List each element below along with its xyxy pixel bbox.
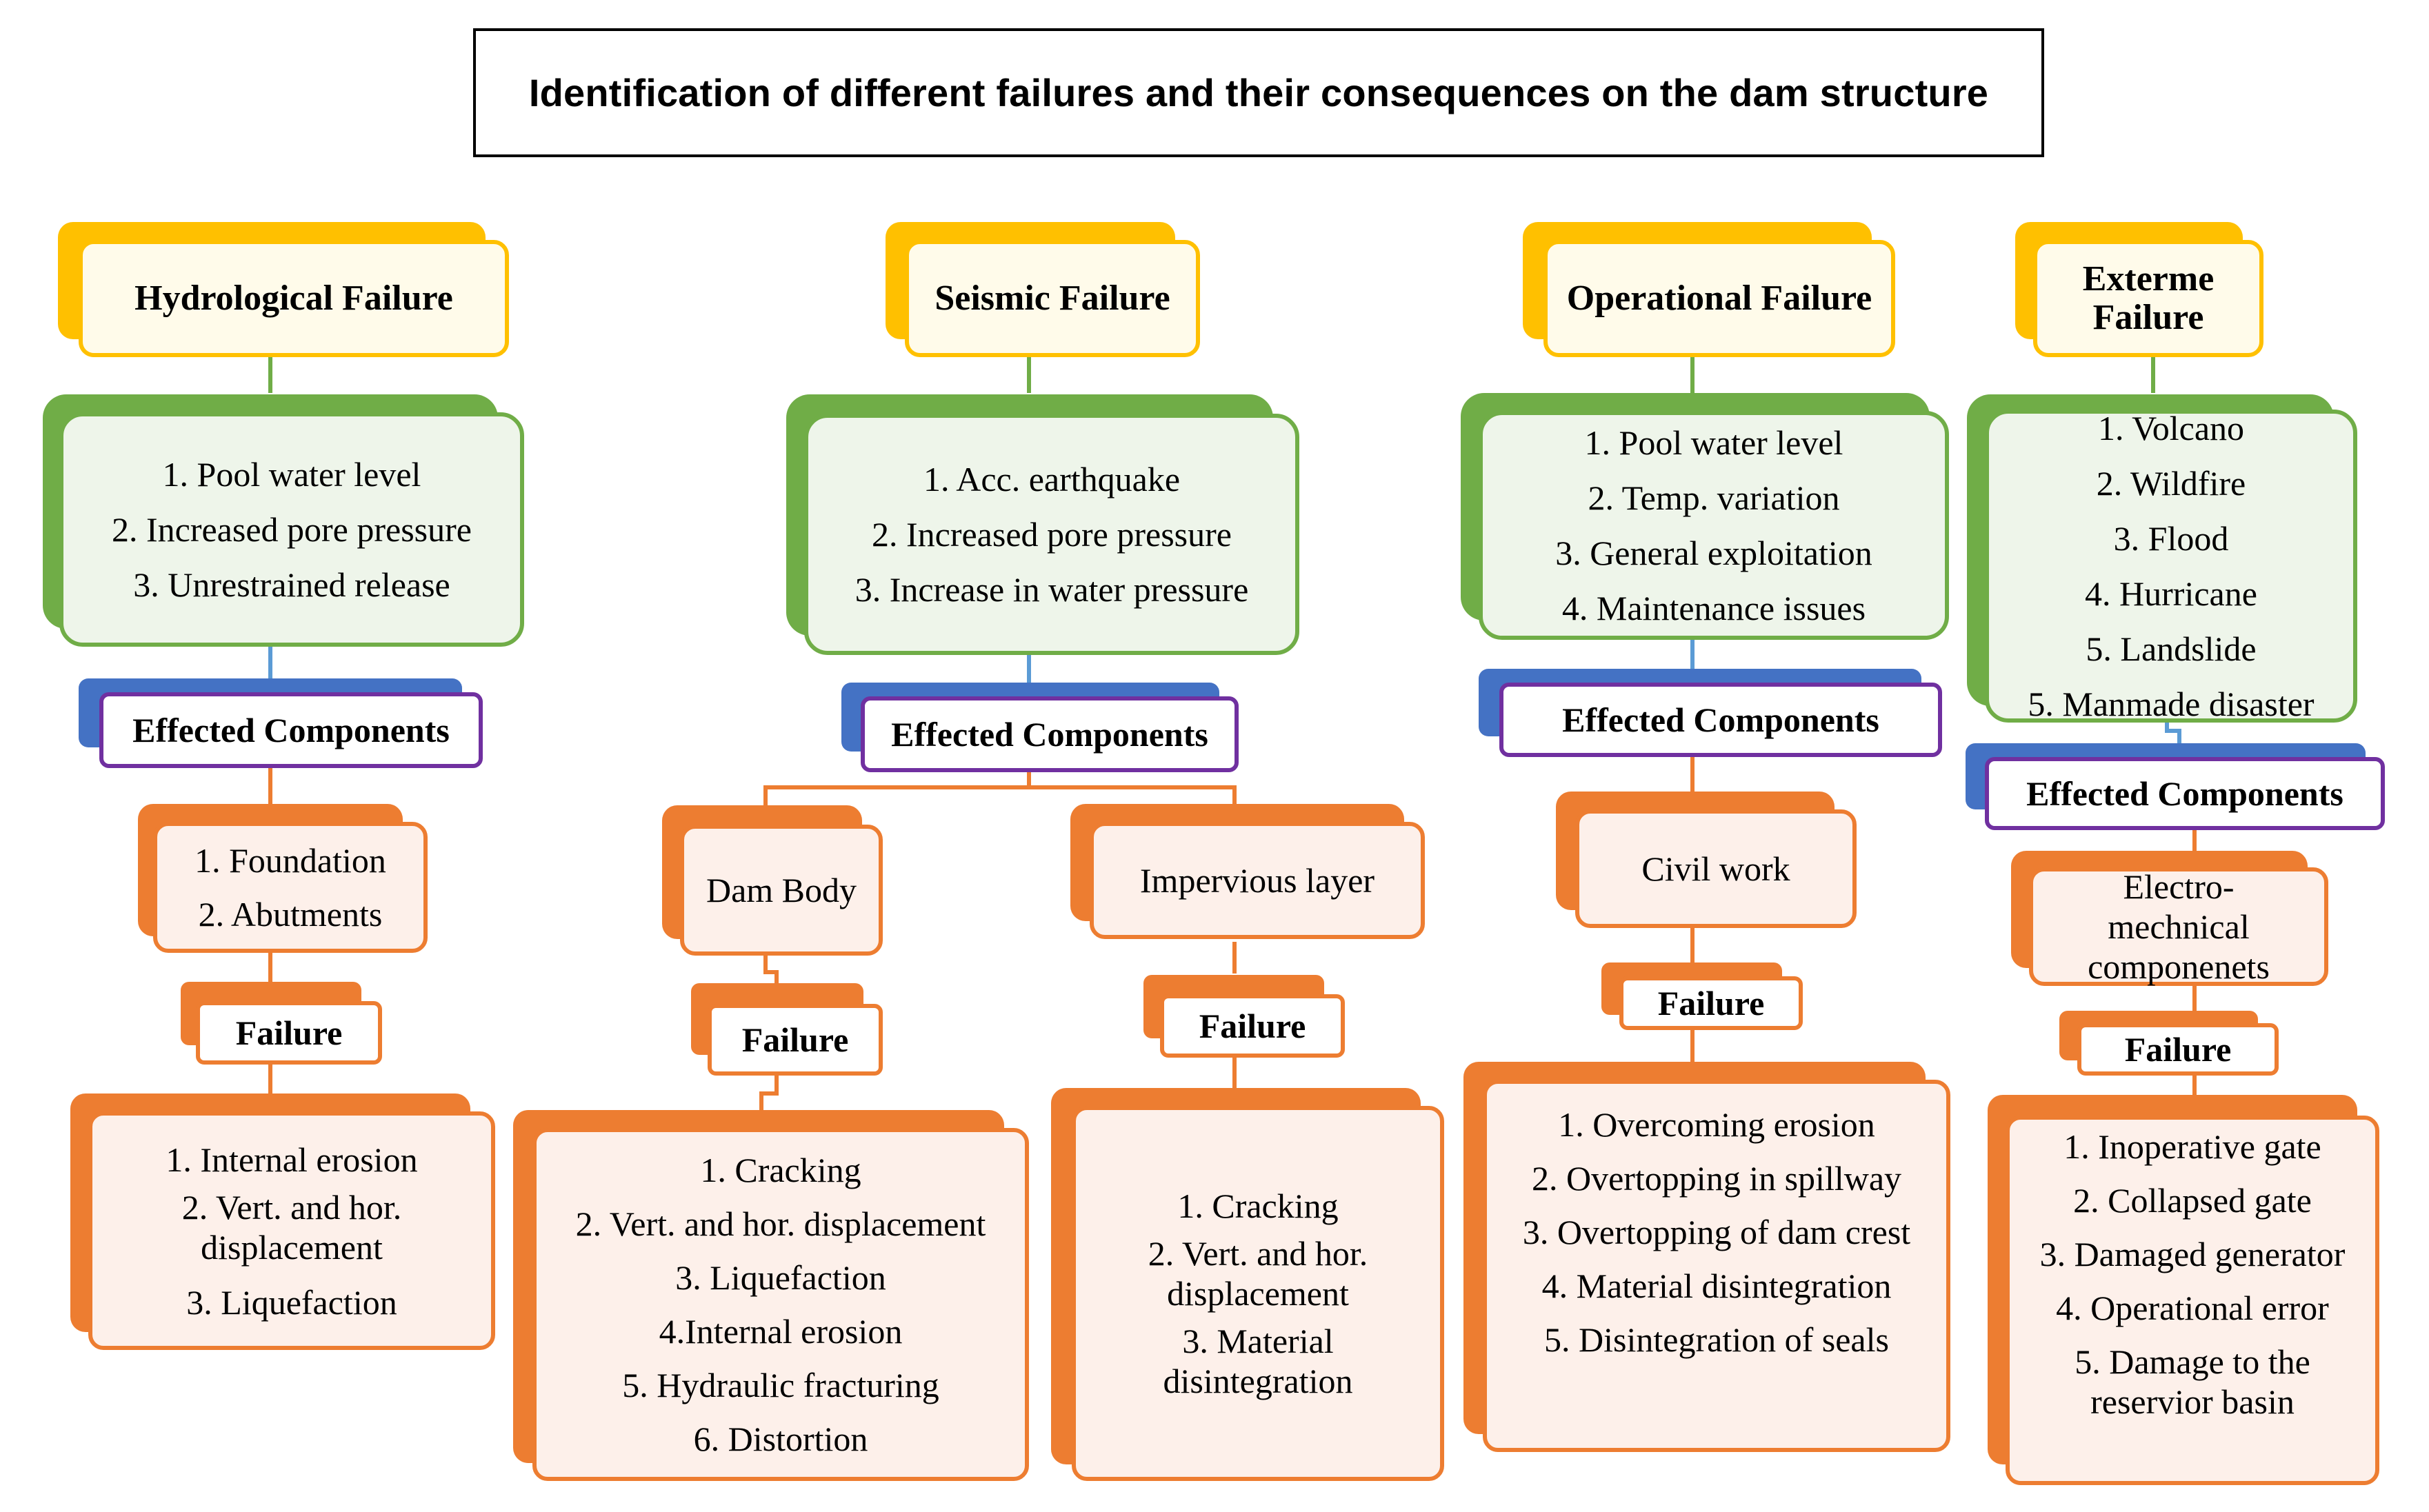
- cause-item: 1. Acc. earthquake: [923, 460, 1181, 498]
- hydrological-failures: 1. Internal erosion 2. Vert. and hor. di…: [70, 1093, 495, 1350]
- operational-component: Civil work: [1556, 792, 1857, 928]
- failure-label: Failure: [235, 1014, 343, 1052]
- component-item: Civil work: [1641, 849, 1790, 888]
- extreme-causes: 1. Volcano 2. Wildfire 3. Flood 4. Hurri…: [1967, 394, 2357, 723]
- cause-item: 2. Increased pore pressure: [872, 515, 1232, 554]
- seismic-dam-body-component: Dam Body: [662, 805, 883, 956]
- extreme-component: Electro- mechnical componenets: [2011, 851, 2328, 986]
- failure-item: 3. Material: [1182, 1322, 1334, 1360]
- cause-item: 3. Flood: [2113, 519, 2229, 558]
- seismic-effected-components: Effected Components: [841, 683, 1239, 772]
- connector-line: [763, 956, 779, 986]
- extreme-failure-label: Failure: [2059, 1011, 2279, 1076]
- failure-label: Failure: [2124, 1030, 2232, 1069]
- seismic-dam-body-failure-label: Failure: [691, 983, 883, 1076]
- extreme-header: Exterme Failure: [2015, 222, 2263, 357]
- component-item: mechnical: [2108, 907, 2250, 946]
- cause-item: 3. Increase in water pressure: [854, 570, 1249, 609]
- failure-item: 1. Inoperative gate: [2063, 1127, 2321, 1166]
- cause-item: 3. General exploitation: [1555, 534, 1872, 572]
- connector-line: [1029, 785, 1237, 807]
- hydrological-components: 1. Foundation 2. Abutments: [138, 804, 428, 953]
- cause-item: 1. Pool water level: [162, 455, 421, 494]
- failure-label: Failure: [741, 1020, 849, 1059]
- cause-item: 2. Increased pore pressure: [112, 510, 472, 549]
- cause-item: 5. Manmade disaster: [2028, 685, 2315, 723]
- hydrological-failure-label: Failure: [181, 982, 382, 1065]
- hydrological-header: Hydrological Failure: [58, 222, 509, 357]
- operational-header-label: Operational Failure: [1566, 279, 1872, 318]
- cause-item: 4. Hurricane: [2085, 574, 2257, 613]
- seismic-header: Seismic Failure: [886, 222, 1200, 357]
- cause-item: 1. Volcano: [2097, 409, 2245, 447]
- hydrological-header-label: Hydrological Failure: [134, 279, 453, 318]
- failure-item: 1. Overcoming erosion: [1558, 1105, 1875, 1144]
- failure-item: reservior basin: [2090, 1382, 2295, 1421]
- component-item: 1. Foundation: [194, 841, 386, 880]
- cause-item: 5. Landslide: [2086, 629, 2257, 668]
- failure-item: 4. Operational error: [2056, 1289, 2329, 1327]
- effected-label: Effected Components: [1562, 700, 1879, 739]
- effected-label: Effected Components: [132, 711, 450, 749]
- failure-item: 3. Liquefaction: [186, 1282, 397, 1322]
- failure-item: 5. Disintegration of seals: [1544, 1320, 1889, 1359]
- failure-item: disintegration: [1163, 1362, 1353, 1400]
- extreme-failures: 1. Inoperative gate 2. Collapsed gate 3.…: [1988, 1095, 2379, 1485]
- failure-item: 5. Damage to the: [2075, 1342, 2310, 1381]
- failure-item: displacement: [201, 1227, 383, 1267]
- failure-item: 1. Cracking: [1177, 1187, 1339, 1225]
- seismic-impervious-failures: 1. Cracking 2. Vert. and hor. displaceme…: [1051, 1088, 1444, 1481]
- hydrological-causes: 1. Pool water level 2. Increased pore pr…: [43, 394, 524, 647]
- component-item: Electro-: [2123, 867, 2235, 906]
- failure-item: 6. Distortion: [693, 1420, 868, 1458]
- component-item: componenets: [2088, 947, 2270, 986]
- cause-item: 2. Wildfire: [2096, 464, 2246, 503]
- failure-item: 3. Liquefaction: [675, 1258, 886, 1297]
- failure-item: 4. Material disintegration: [1541, 1267, 1892, 1305]
- seismic-impervious-failure-label: Failure: [1143, 975, 1345, 1058]
- failure-item: 2. Vert. and hor.: [1148, 1234, 1368, 1273]
- failure-item: 4.Internal erosion: [659, 1312, 903, 1351]
- connector-line: [763, 771, 1031, 809]
- operational-failure-label: Failure: [1601, 962, 1803, 1030]
- failure-label: Failure: [1657, 984, 1765, 1022]
- failure-item: 2. Vert. and hor. displacement: [575, 1204, 986, 1243]
- failure-item: 3. Overtopping of dam crest: [1522, 1213, 1911, 1251]
- failure-item: 3. Damaged generator: [2039, 1235, 2346, 1273]
- connector-line: [759, 1076, 779, 1110]
- effected-label: Effected Components: [2026, 774, 2343, 813]
- seismic-impervious-component: Impervious layer: [1070, 804, 1425, 939]
- operational-failures: 1. Overcoming erosion 2. Overtopping in …: [1463, 1062, 1950, 1452]
- cause-item: 2. Temp. variation: [1588, 478, 1840, 517]
- effected-label: Effected Components: [891, 715, 1208, 754]
- failure-item: 5. Hydraulic fracturing: [622, 1366, 939, 1404]
- seismic-dam-body-failures: 1. Cracking 2. Vert. and hor. displaceme…: [513, 1110, 1029, 1481]
- operational-header: Operational Failure: [1523, 222, 1895, 357]
- seismic-causes: 1. Acc. earthquake 2. Increased pore pre…: [786, 394, 1299, 655]
- connector-line: [2165, 718, 2181, 746]
- failure-item: displacement: [1167, 1274, 1349, 1313]
- component-item: Impervious layer: [1139, 861, 1375, 900]
- extreme-effected-components: Effected Components: [1966, 743, 2385, 830]
- hydrological-effected-components: Effected Components: [79, 678, 483, 768]
- cause-item: 1. Pool water level: [1584, 423, 1843, 462]
- operational-effected-components: Effected Components: [1479, 669, 1942, 757]
- cause-item: 4. Maintenance issues: [1561, 589, 1866, 627]
- diagram-title: Identification of different failures and…: [473, 28, 2044, 157]
- component-item: Dam Body: [706, 871, 857, 909]
- failure-item: 2. Vert. and hor.: [181, 1187, 402, 1227]
- extreme-header-label: Exterme: [2082, 259, 2215, 299]
- failure-item: 1. Cracking: [700, 1151, 861, 1189]
- component-item: 2. Abutments: [198, 895, 383, 934]
- failure-item: 2. Collapsed gate: [2073, 1181, 2312, 1220]
- failure-item: 1. Internal erosion: [166, 1140, 418, 1179]
- cause-item: 3. Unrestrained release: [133, 565, 450, 604]
- extreme-header-label: Failure: [2092, 298, 2204, 337]
- seismic-header-label: Seismic Failure: [934, 279, 1170, 318]
- operational-causes: 1. Pool water level 2. Temp. variation 3…: [1461, 393, 1949, 640]
- failure-item: 2. Overtopping in spillway: [1531, 1159, 1902, 1198]
- failure-label: Failure: [1199, 1007, 1306, 1045]
